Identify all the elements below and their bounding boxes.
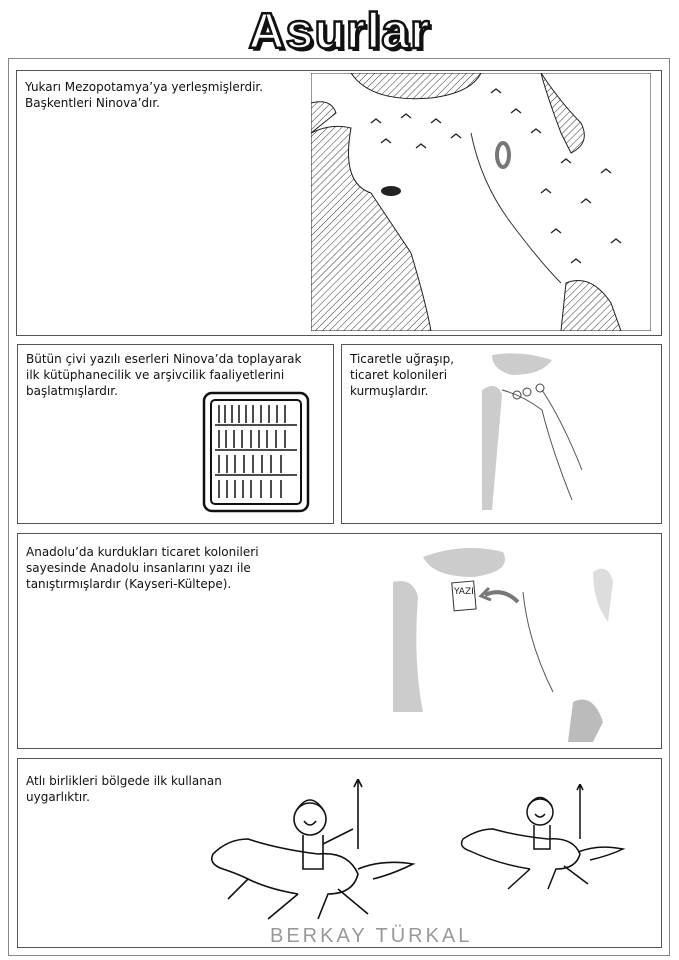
panel-text: Yukarı Mezopotamya’ya yerleşmişlerdir. B… [25,79,263,111]
bookshelf-drawing [202,391,310,513]
text-line: Başkentleri Ninova’dır. [25,96,160,110]
text-line: sayesinde Anadolu insanlarını yazı ile [26,561,251,575]
text-line: Yukarı Mezopotamya’ya yerleşmişlerdir. [25,80,264,94]
text-line: başlatmışlardır. [26,384,118,398]
text-line: Ticaretle uğraşıp, [350,352,455,366]
signature: BERKAY TÜRKAL [270,925,473,947]
trade-map [482,353,583,510]
text-line: uygarlıktır. [26,790,90,804]
yazi-label: YAZI [453,587,474,597]
text-line: tanıştırmışlardır (Kayseri-Kültepe). [26,577,232,591]
horse-rider-drawing [210,779,416,920]
panel-text: Anadolu’da kurdukları ticaret kolonileri… [26,544,259,592]
anatolia-map: YAZI [393,548,613,742]
mesopotamia-map [311,73,651,331]
text-line: Bütün çivi yazılı eserleri Ninova’da top… [26,352,302,366]
horse-rider-drawing [460,784,626,890]
text-line: Anadolu’da kurdukları ticaret kolonileri [26,545,259,559]
text-line: kurmuşlardır. [350,384,429,398]
text-line: ticaret kolonileri [350,368,448,382]
panel-writing: Anadolu’da kurdukları ticaret kolonileri… [17,533,662,749]
panel-trade: Ticaretle uğraşıp, ticaret kolonileri ku… [341,344,662,524]
page-title: Asurlar [247,2,431,61]
panel-text: Bütün çivi yazılı eserleri Ninova’da top… [26,351,301,399]
panel-location: Yukarı Mezopotamya’ya yerleşmişlerdir. B… [16,70,662,336]
panel-text: Atlı birlikleri bölgede ilk kullanan uyg… [26,773,222,805]
panel-library: Bütün çivi yazılı eserleri Ninova’da top… [17,344,334,524]
panel-cavalry: Atlı birlikleri bölgede ilk kullanan uyg… [17,758,662,948]
text-line: Atlı birlikleri bölgede ilk kullanan [26,774,222,788]
panel-text: Ticaretle uğraşıp, ticaret kolonileri ku… [350,351,454,399]
text-line: ilk kütüphanecilik ve arşivcilik faaliye… [26,368,285,382]
page-frame [8,58,670,956]
